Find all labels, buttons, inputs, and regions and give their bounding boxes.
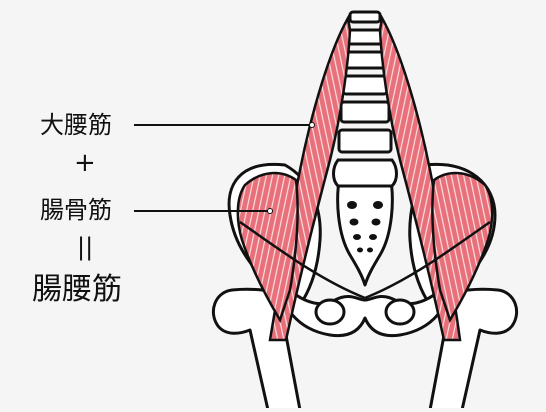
label-equals: ||	[77, 233, 94, 261]
label-psoas-major: 大腰筋	[40, 111, 112, 139]
label-iliacus: 腸骨筋	[40, 196, 112, 224]
label-iliopsoas: 腸腰筋	[32, 272, 122, 307]
sacral-foramina	[347, 201, 383, 253]
leader-lines	[134, 124, 310, 212]
leader-dots	[267, 122, 315, 214]
label-plus: +	[74, 148, 96, 178]
inguinal-ligaments	[239, 220, 491, 300]
iliacus-muscle	[236, 171, 494, 323]
